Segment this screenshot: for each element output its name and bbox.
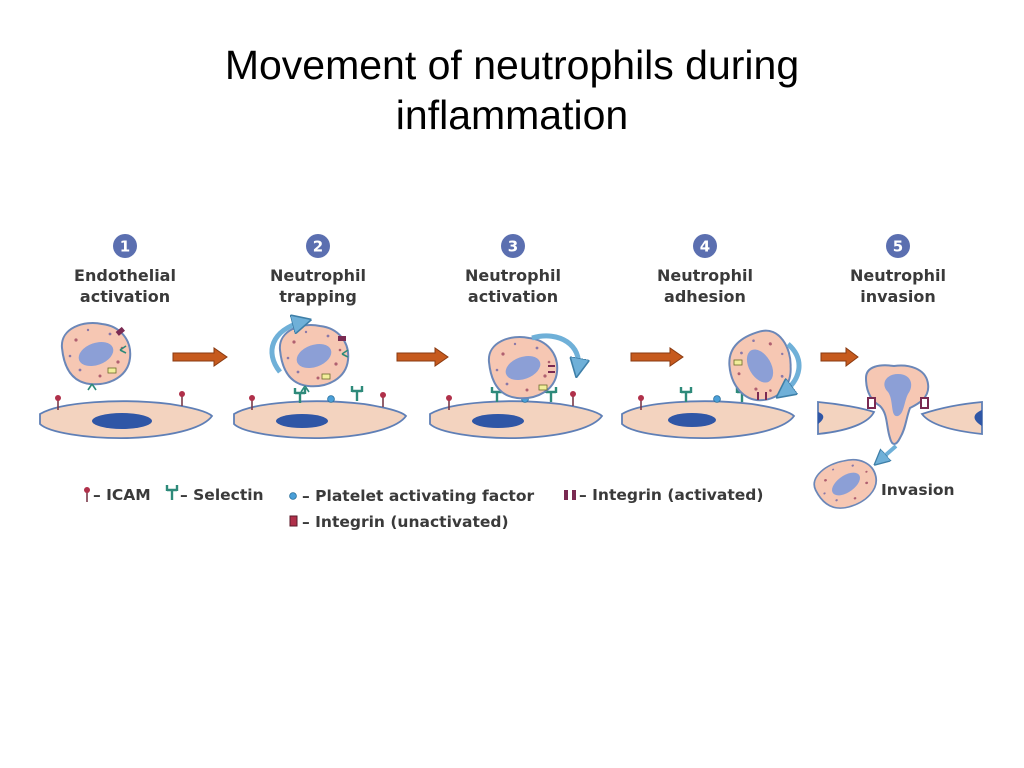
legend-icam: – ICAM: [83, 486, 151, 504]
step-1-header: 1 Endothelial activation: [74, 234, 176, 306]
endothelial-cell-3: [429, 400, 604, 439]
slide-title-line-1: Movement of neutrophils during: [224, 42, 800, 88]
step-4-header: 4 Neutrophil adhesion: [657, 234, 753, 306]
step-1-badge: [113, 234, 137, 258]
step-1-title-line-2: activation: [80, 287, 170, 306]
endothelial-cell-2: [233, 400, 408, 439]
step-3-header: 3 Neutrophil activation: [465, 234, 561, 306]
step-4-title-line-2: adhesion: [664, 287, 746, 306]
integrin-activated-legend-icon: [564, 490, 576, 500]
step-1-title-line-1: Endothelial: [74, 266, 176, 285]
step-2-header: 2 Neutrophil trapping: [270, 234, 366, 306]
endothelial-nucleus-4: [668, 413, 716, 427]
slide-title-line-2: inflammation: [395, 92, 629, 138]
legend-paf: – Platelet activating factor: [289, 487, 534, 505]
legend-integrin-activated: – Integrin (activated): [564, 486, 763, 504]
process-arrow-2: [396, 347, 449, 367]
slide-title: Movement of neutrophils during inflammat…: [0, 40, 1024, 140]
process-arrow-4: [820, 347, 859, 367]
legend: – ICAM – Selectin – Platelet activating …: [83, 483, 763, 531]
legend-paf-label: – Platelet activating factor: [302, 487, 534, 505]
step-4-title-line-1: Neutrophil: [657, 266, 753, 285]
process-arrow-1: [172, 347, 228, 367]
motion-arrow-5: [880, 444, 898, 460]
step-3-title-line-1: Neutrophil: [465, 266, 561, 285]
endothelial-nucleus-1: [92, 413, 152, 429]
step-2-badge: [306, 234, 330, 258]
step-5-title-line-1: Neutrophil: [850, 266, 946, 285]
step-3-number: 3: [508, 238, 518, 256]
neutrophil-1: [60, 322, 132, 391]
step-5-title-line-2: invasion: [860, 287, 936, 306]
endothelial-cell-4: [621, 400, 796, 439]
step-4-number: 4: [700, 238, 710, 256]
step-3-badge: [501, 234, 525, 258]
motion-arrow-3: [531, 333, 578, 368]
step-2-title-line-2: trapping: [279, 287, 357, 306]
step-2-number: 2: [313, 238, 323, 256]
neutrophil-2: [278, 324, 350, 393]
neutrophil-3: [487, 336, 559, 400]
selectin-legend-icon: [165, 483, 179, 502]
step-2-title-line-1: Neutrophil: [270, 266, 366, 285]
step-1-number: 1: [120, 238, 130, 256]
endothelial-nucleus-3: [472, 414, 524, 428]
legend-integrin-unactivated-label: – Integrin (unactivated): [302, 513, 509, 531]
legend-selectin: – Selectin: [165, 483, 264, 504]
step-5-number: 5: [893, 238, 903, 256]
endothelial-cell-1: [39, 400, 214, 439]
step-3-title-line-2: activation: [468, 287, 558, 306]
icam-legend-icon: [83, 486, 91, 503]
endothelial-nucleus-2: [276, 414, 328, 428]
neutrophil-4: [723, 326, 798, 406]
integrin-unactivated-legend-icon: [289, 515, 298, 527]
neutrophil-5-invaded: [808, 450, 884, 517]
step-5-badge: [886, 234, 910, 258]
endothelial-cell-5: [817, 401, 983, 435]
process-arrow-3: [630, 347, 684, 367]
step-4-badge: [693, 234, 717, 258]
step-5-header: 5 Neutrophil invasion: [850, 234, 946, 306]
legend-icam-label: – ICAM: [93, 486, 151, 504]
paf-legend-icon: [289, 492, 297, 500]
neutrophil-5-invading: [864, 364, 930, 445]
legend-integrin-unactivated: – Integrin (unactivated): [289, 513, 509, 531]
invasion-label: Invasion: [881, 481, 955, 499]
legend-selectin-label: – Selectin: [180, 486, 264, 504]
legend-integrin-activated-label: – Integrin (activated): [579, 486, 763, 504]
motion-arrow-4: [784, 342, 802, 392]
motion-arrow-2: [269, 322, 302, 374]
